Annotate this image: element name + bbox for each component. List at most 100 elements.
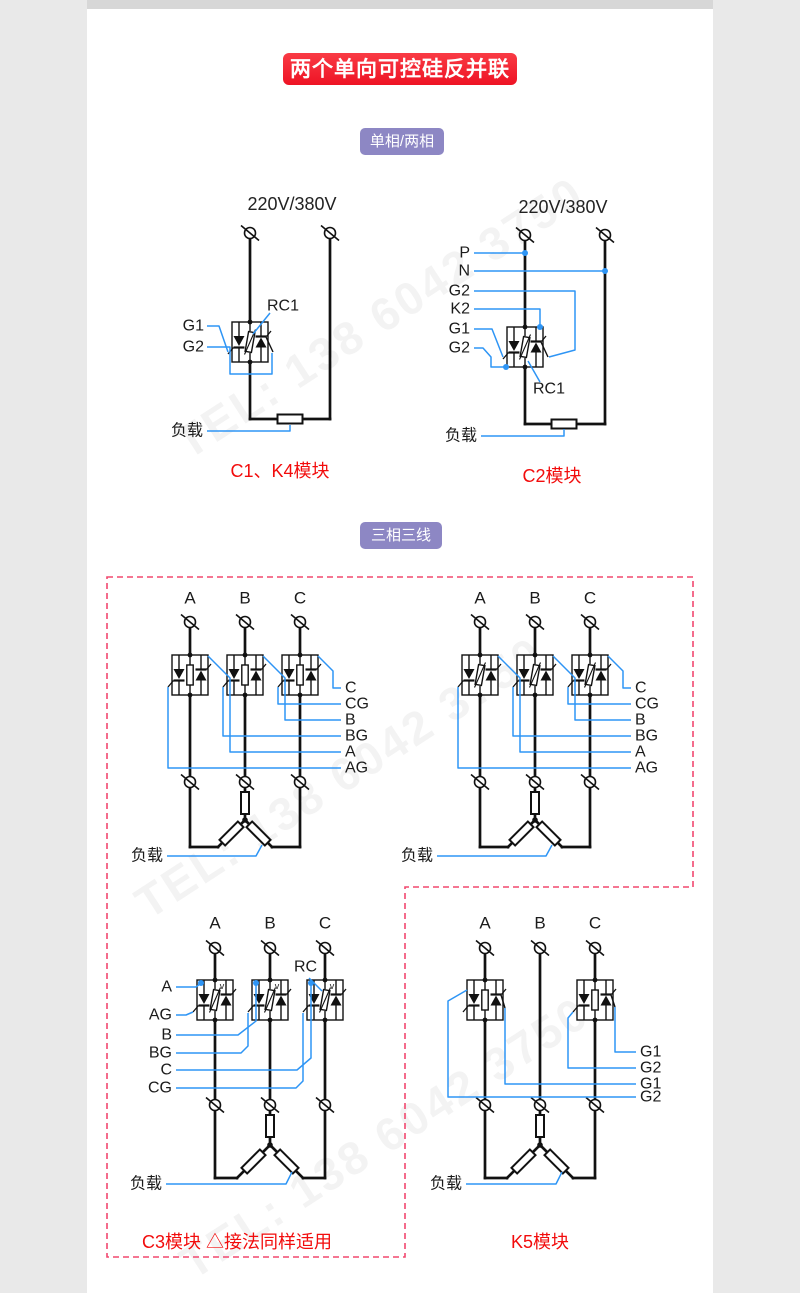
top-divider-strip: [87, 0, 713, 9]
load-label: 负载: [171, 422, 203, 440]
terminal-label: C: [345, 680, 357, 697]
terminal-label-g1: G1: [449, 321, 470, 338]
terminal-icon: [530, 939, 550, 957]
terminal-icon: [580, 773, 600, 791]
terminal-icon: [320, 224, 340, 242]
gate-label: G1: [640, 1044, 661, 1061]
terminal-icon: [475, 939, 495, 957]
phase-label-c: C: [589, 914, 601, 933]
phase-label-c: C: [584, 589, 596, 608]
terminal-icon: [315, 1096, 335, 1114]
terminal-icon: [595, 226, 615, 244]
phase-label-a: A: [474, 589, 486, 608]
terminal-label: CG: [345, 696, 369, 713]
signal-wires: [474, 250, 608, 437]
terminal-icon: [585, 1096, 605, 1114]
rc-label: RC1: [267, 298, 299, 315]
gate-label-g2: G2: [183, 339, 204, 356]
terminal-icon: [235, 613, 255, 631]
load-resistor: [265, 1114, 275, 1138]
terminal-icon: [240, 224, 260, 242]
page-title-banner: 两个单向可控硅反并联: [283, 53, 517, 85]
terminal-label: C: [635, 680, 647, 697]
diagram-k5: A B C: [430, 914, 661, 1193]
diagram-c1-k4: 220V/380V G1 G2 RC1 负载: [171, 194, 340, 440]
rc-label: RC: [294, 959, 317, 976]
gate-label: G2: [640, 1060, 661, 1077]
load-resistor: [240, 791, 250, 815]
terminal-label: AG: [635, 760, 658, 777]
terminal-icon: [585, 939, 605, 957]
load-resistor: [245, 820, 272, 847]
terminal-label-g2: G2: [449, 283, 470, 300]
terminal-icon: [205, 939, 225, 957]
signal-wires: [447, 989, 636, 1185]
wires: [248, 237, 332, 421]
load-resistor: [273, 1148, 300, 1175]
terminal-label: CG: [635, 696, 659, 713]
varistor-mark: v: [275, 981, 280, 991]
gate-stub: [500, 994, 506, 1009]
phase-label-b: B: [264, 914, 275, 933]
star-node: [532, 817, 538, 823]
load-resistor: [218, 820, 245, 847]
rc-label: RC1: [533, 381, 565, 398]
terminal-icon: [580, 613, 600, 631]
phase-label-c: C: [319, 914, 331, 933]
gate-stub: [540, 341, 549, 358]
terminal-label: A: [635, 744, 646, 761]
diagram-caption-k5: K5模块: [510, 1232, 570, 1252]
phase-label-a: A: [209, 914, 221, 933]
diagram-c2: 220V/380V P N G2 K2 G1 G2 RC1 负载: [445, 197, 615, 445]
load-resistor: [510, 1148, 537, 1175]
terminal-label: B: [161, 1027, 172, 1044]
terminal-icon: [180, 773, 200, 791]
terminal-label: AG: [345, 760, 368, 777]
terminal-label-g2b: G2: [449, 340, 470, 357]
dashed-group-frame: [106, 576, 694, 1258]
badge-single-phase: 单相/两相: [360, 128, 444, 155]
terminal-label: CG: [148, 1080, 172, 1097]
varistor-mark: v: [330, 981, 335, 991]
gate-label: G2: [640, 1089, 661, 1106]
gate-label: G1: [640, 1076, 661, 1093]
terminal-icon: [290, 613, 310, 631]
diagram-caption-c3: C3模块 △接法同样适用: [141, 1232, 333, 1252]
diagram-three-phase-k: A B C C: [401, 589, 659, 865]
star-node: [537, 1142, 543, 1148]
signal-wires: [207, 312, 291, 432]
terminal-icon: [290, 773, 310, 791]
terminal-icon: [260, 1096, 280, 1114]
terminal-icon: [235, 773, 255, 791]
gate-label-g1: G1: [183, 318, 204, 335]
terminal-icon: [315, 939, 335, 957]
load-resistor: [276, 413, 304, 425]
load-resistor: [543, 1148, 570, 1175]
phase-label-b: B: [239, 589, 250, 608]
terminal-label-n: N: [458, 263, 470, 280]
terminal-label: B: [635, 712, 646, 729]
terminal-label: BG: [149, 1045, 172, 1062]
load-resistor: [550, 418, 578, 430]
load-label: 负载: [430, 1175, 462, 1193]
terminal-label: A: [161, 979, 172, 996]
diagram-caption-c2: C2模块: [522, 466, 582, 486]
signal-wires: [166, 977, 323, 1185]
load-resistor: [535, 1114, 545, 1138]
terminal-icon: [530, 1096, 550, 1114]
gate-stub: [610, 994, 616, 1008]
terminal-label: A: [345, 744, 356, 761]
terminal-icon: [470, 773, 490, 791]
phase-label-b: B: [529, 589, 540, 608]
signal-wires: [437, 655, 631, 857]
diagram-three-phase-c: A B C C: [131, 589, 369, 865]
load-resistor: [535, 820, 562, 847]
phase-label-b: B: [534, 914, 545, 933]
terminal-icon: [515, 226, 535, 244]
load-resistor: [508, 820, 535, 847]
signal-wires: [167, 655, 341, 857]
phase-label-a: A: [479, 914, 491, 933]
terminal-icon: [525, 613, 545, 631]
